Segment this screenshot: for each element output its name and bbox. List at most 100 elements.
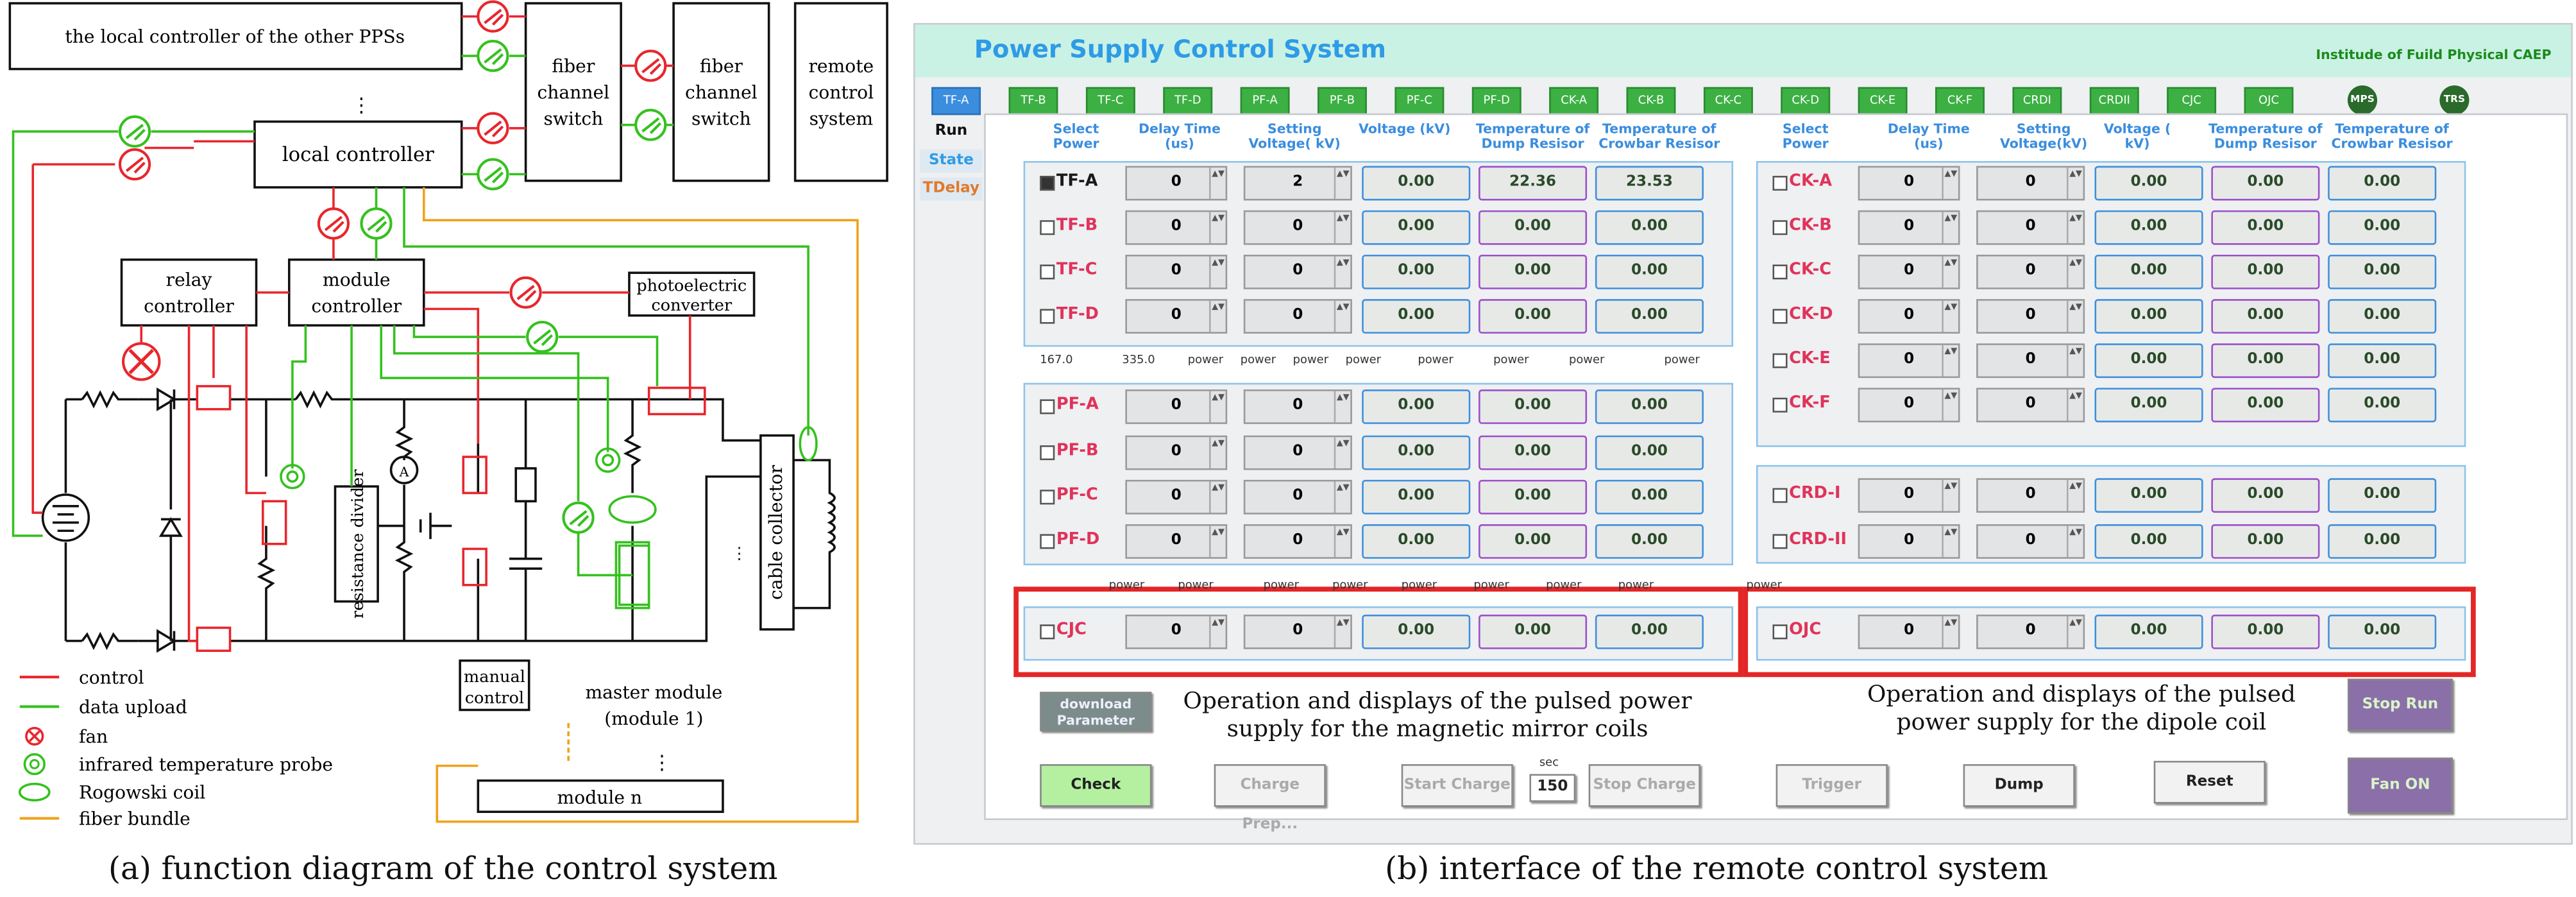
spinner-arrows-icon[interactable]: ▲​▼	[1209, 525, 1226, 558]
tab-pf-c[interactable]: PF-C	[1394, 87, 1445, 115]
voltage-setting-input-cjc[interactable]: 0▲​▼	[1243, 614, 1352, 649]
voltage-setting-input-pf-c[interactable]: 0▲​▼	[1243, 479, 1352, 515]
delay-input-tf-d[interactable]: 0▲​▼	[1125, 299, 1228, 334]
voltage-setting-input-ojc[interactable]: 0▲​▼	[1976, 614, 2085, 649]
tab-ck-a[interactable]: CK-A	[1549, 87, 1599, 115]
spinner-arrows-icon[interactable]: ▲​▼	[1942, 345, 1958, 377]
voltage-setting-input-ck-d[interactable]: 0▲​▼	[1976, 299, 2085, 334]
voltage-setting-input-tf-d[interactable]: 0▲​▼	[1243, 299, 1352, 334]
spinner-arrows-icon[interactable]: ▲​▼	[1209, 167, 1226, 199]
spinner-arrows-icon[interactable]: ▲​▼	[1334, 525, 1351, 558]
spinner-arrows-icon[interactable]: ▲​▼	[2066, 256, 2083, 288]
charge-prep-button[interactable]: Charge Prep...	[1214, 764, 1326, 833]
spinner-arrows-icon[interactable]: ▲​▼	[2066, 389, 2083, 421]
spinner-arrows-icon[interactable]: ▲​▼	[1942, 525, 1958, 558]
voltage-setting-input-ck-e[interactable]: 0▲​▼	[1976, 343, 2085, 379]
spinner-arrows-icon[interactable]: ▲​▼	[1209, 256, 1226, 288]
spinner-arrows-icon[interactable]: ▲​▼	[2066, 525, 2083, 558]
delay-input-tf-a[interactable]: 0▲​▼	[1125, 166, 1228, 201]
delay-input-ck-b[interactable]: 0▲​▼	[1858, 210, 1960, 245]
start-charge-button[interactable]: Start Charge	[1401, 764, 1513, 807]
voltage-setting-input-tf-b[interactable]: 0▲​▼	[1243, 210, 1352, 245]
spinner-arrows-icon[interactable]: ▲​▼	[1334, 167, 1351, 199]
spinner-arrows-icon[interactable]: ▲​▼	[1334, 300, 1351, 332]
tab-crdi[interactable]: CRDI	[2012, 87, 2062, 115]
download-parameter-button[interactable]: download Parameter	[1040, 692, 1152, 731]
trigger-button[interactable]: Trigger	[1775, 764, 1888, 807]
delay-input-ck-e[interactable]: 0▲​▼	[1858, 343, 1960, 379]
spinner-arrows-icon[interactable]: ▲​▼	[1942, 479, 1958, 511]
select-checkbox-ck-e[interactable]	[1772, 353, 1788, 368]
tab-tf-a[interactable]: TF-A	[931, 87, 981, 115]
spinner-arrows-icon[interactable]: ▲​▼	[1334, 212, 1351, 244]
spinner-arrows-icon[interactable]: ▲​▼	[1942, 616, 1958, 648]
voltage-setting-input-pf-a[interactable]: 0▲​▼	[1243, 389, 1352, 424]
delay-input-pf-c[interactable]: 0▲​▼	[1125, 479, 1228, 515]
select-checkbox-crd-i[interactable]	[1772, 488, 1788, 503]
tab-tf-d[interactable]: TF-D	[1163, 87, 1213, 115]
delay-input-crd-ii[interactable]: 0▲​▼	[1858, 524, 1960, 559]
delay-input-pf-b[interactable]: 0▲​▼	[1125, 435, 1228, 470]
spinner-arrows-icon[interactable]: ▲​▼	[1209, 481, 1226, 513]
tab-pf-b[interactable]: PF-B	[1318, 87, 1367, 115]
tab-ck-f[interactable]: CK-F	[1935, 87, 1985, 115]
voltage-setting-input-ck-b[interactable]: 0▲​▼	[1976, 210, 2085, 245]
spinner-arrows-icon[interactable]: ▲​▼	[1942, 167, 1958, 199]
delay-input-tf-c[interactable]: 0▲​▼	[1125, 254, 1228, 289]
select-checkbox-tf-b[interactable]	[1040, 220, 1055, 235]
spinner-arrows-icon[interactable]: ▲​▼	[1334, 437, 1351, 468]
delay-input-ck-f[interactable]: 0▲​▼	[1858, 388, 1960, 423]
spinner-arrows-icon[interactable]: ▲​▼	[2066, 479, 2083, 511]
dump-button[interactable]: Dump	[1963, 764, 2075, 807]
spinner-arrows-icon[interactable]: ▲​▼	[1942, 256, 1958, 288]
trs-button[interactable]: TRS	[2439, 85, 2470, 115]
voltage-setting-input-crd-i[interactable]: 0▲​▼	[1976, 478, 2085, 513]
spinner-arrows-icon[interactable]: ▲​▼	[2066, 167, 2083, 199]
spinner-arrows-icon[interactable]: ▲​▼	[1209, 616, 1226, 648]
stop-run-button[interactable]: Stop Run	[2347, 678, 2453, 731]
voltage-setting-input-ck-f[interactable]: 0▲​▼	[1976, 388, 2085, 423]
select-checkbox-tf-a[interactable]	[1040, 176, 1055, 191]
select-checkbox-pf-c[interactable]	[1040, 490, 1055, 505]
spinner-arrows-icon[interactable]: ▲​▼	[1334, 256, 1351, 288]
select-checkbox-cjc[interactable]	[1040, 624, 1055, 640]
spinner-arrows-icon[interactable]: ▲​▼	[2066, 300, 2083, 332]
side-tab-tdelay[interactable]: TDelay	[920, 177, 983, 201]
spinner-arrows-icon[interactable]: ▲​▼	[1334, 391, 1351, 423]
select-checkbox-ck-d[interactable]	[1772, 309, 1788, 324]
spinner-arrows-icon[interactable]: ▲​▼	[1209, 212, 1226, 244]
select-checkbox-ck-f[interactable]	[1772, 397, 1788, 413]
tab-cjc[interactable]: CJC	[2167, 87, 2217, 115]
delay-input-tf-b[interactable]: 0▲​▼	[1125, 210, 1228, 245]
tab-ojc[interactable]: OJC	[2244, 87, 2294, 115]
delay-input-pf-a[interactable]: 0▲​▼	[1125, 389, 1228, 424]
tab-ck-d[interactable]: CK-D	[1781, 87, 1831, 115]
spinner-arrows-icon[interactable]: ▲​▼	[1334, 481, 1351, 513]
voltage-setting-input-crd-ii[interactable]: 0▲​▼	[1976, 524, 2085, 559]
select-checkbox-pf-a[interactable]	[1040, 399, 1055, 414]
voltage-setting-input-ck-a[interactable]: 0▲​▼	[1976, 166, 2085, 201]
spinner-arrows-icon[interactable]: ▲​▼	[1334, 616, 1351, 648]
delay-input-ojc[interactable]: 0▲​▼	[1858, 614, 1960, 649]
select-checkbox-ck-a[interactable]	[1772, 176, 1788, 191]
delay-input-crd-i[interactable]: 0▲​▼	[1858, 478, 1960, 513]
select-checkbox-pf-d[interactable]	[1040, 534, 1055, 549]
spinner-arrows-icon[interactable]: ▲​▼	[1209, 391, 1226, 423]
spinner-arrows-icon[interactable]: ▲​▼	[1209, 437, 1226, 468]
delay-input-pf-d[interactable]: 0▲​▼	[1125, 524, 1228, 559]
select-checkbox-ck-c[interactable]	[1772, 264, 1788, 280]
select-checkbox-tf-c[interactable]	[1040, 264, 1055, 280]
side-tab-state[interactable]: State	[920, 150, 983, 173]
tab-crdii[interactable]: CRDII	[2089, 87, 2139, 115]
voltage-setting-input-tf-c[interactable]: 0▲​▼	[1243, 254, 1352, 289]
voltage-setting-input-tf-a[interactable]: 2▲​▼	[1243, 166, 1352, 201]
spinner-arrows-icon[interactable]: ▲​▼	[2066, 616, 2083, 648]
tab-tf-c[interactable]: TF-C	[1085, 87, 1135, 115]
check-button[interactable]: Check	[1040, 764, 1152, 807]
spinner-arrows-icon[interactable]: ▲​▼	[1942, 300, 1958, 332]
tab-pf-a[interactable]: PF-A	[1240, 87, 1290, 115]
delay-input-ck-a[interactable]: 0▲​▼	[1858, 166, 1960, 201]
tab-ck-e[interactable]: CK-E	[1858, 87, 1908, 115]
tab-ck-b[interactable]: CK-B	[1626, 87, 1676, 115]
delay-input-cjc[interactable]: 0▲​▼	[1125, 614, 1228, 649]
